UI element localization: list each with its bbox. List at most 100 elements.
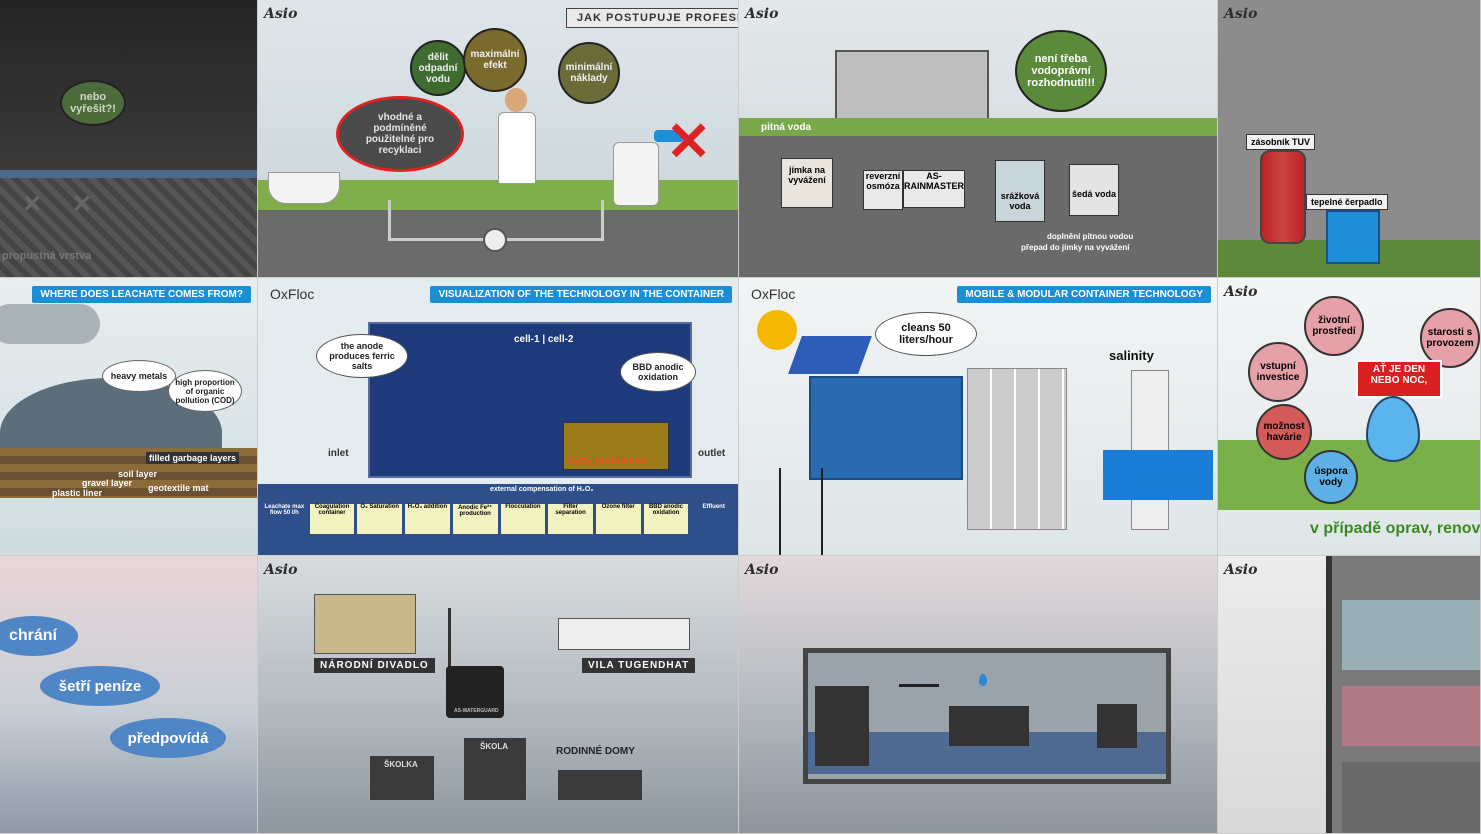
bubble-investment: vstupní investice xyxy=(1248,342,1308,402)
play-pump-icon xyxy=(483,228,507,252)
antenna-icon xyxy=(448,608,451,678)
leaf-saves-money: šetří peníze xyxy=(40,666,160,706)
tile-references: Asio NÁRODNÍ DIVADLO VILA TUGENDHAT AS-W… xyxy=(258,556,739,834)
tile-boiler: Asio zásobník TUV tepelné čerpadlo xyxy=(1218,0,1481,278)
recycle-bubble: vhodné a podmíněné použitelné pro recykl… xyxy=(336,96,464,172)
tile-protects: chrání šetří peníze předpovídá xyxy=(0,556,258,834)
bathroom-floor xyxy=(1342,600,1480,670)
anode-bubble: the anode produces ferric salts xyxy=(316,334,408,378)
asio-logo: Asio xyxy=(1224,6,1258,22)
ext-compensation-label: external compensation of H₂O₂ xyxy=(490,486,594,493)
kindergarten-label: ŠKOLKA xyxy=(384,760,418,769)
asio-logo: Asio xyxy=(745,6,779,22)
predicts-text: předpovídá xyxy=(127,729,209,747)
visualization-banner: VISUALIZATION OF THE TECHNOLOGY IN THE C… xyxy=(430,286,732,303)
theatre-label: NÁRODNÍ DIVADLO xyxy=(314,658,435,673)
inlet-label: inlet xyxy=(328,448,349,459)
cleans-text: cleans 50 liters/hour xyxy=(899,322,953,346)
tile-dark-problem: nebo vyřešit?! propustná vrstva ✕ ✕ xyxy=(0,0,258,278)
villa-label: VILA TUGENDHAT xyxy=(582,658,696,673)
x-mark-icon: ✕ xyxy=(72,191,93,218)
saves-money-text: šetří peníze xyxy=(58,677,142,695)
boiler-label-text: zásobník TUV xyxy=(1251,137,1311,147)
scientist-figure xyxy=(498,88,536,198)
flow-step: Leachate max flow 50 l/h xyxy=(264,504,305,516)
salinity-label: salinity xyxy=(1109,348,1154,363)
heat-pump-label: tepelné čerpadlo xyxy=(1306,194,1388,210)
flow-step: BBD anodic oxidation xyxy=(643,504,689,534)
flow-step: O₂ Saturation xyxy=(357,504,403,534)
living-room-floor xyxy=(1342,686,1480,746)
flow-step: Effluent xyxy=(702,504,725,510)
flow-step: Flocculation xyxy=(500,504,546,534)
bubble-min-text: minimální náklady xyxy=(565,62,613,84)
tile-mobile-container: OxFloc MOBILE & MODULAR CONTAINER TECHNO… xyxy=(739,278,1218,556)
tile-building-floors: Asio xyxy=(1218,556,1481,834)
tile-rainmaster: Asio není třeba vodoprávní rozhodnutí!!!… xyxy=(739,0,1218,278)
flow-step: Filter separation xyxy=(548,504,593,534)
cod-bubble: high proportion of organic pollution (CO… xyxy=(168,370,242,412)
houses-icon xyxy=(558,770,642,800)
drinking-water-label: pitná voda xyxy=(761,122,812,133)
bubble-worries: starosti s provozem xyxy=(1420,308,1480,368)
tile-leachate: WHERE DOES LEACHATE COMES FROM? heavy me… xyxy=(0,278,258,556)
asio-logo: Asio xyxy=(1224,562,1258,578)
mobile-banner: MOBILE & MODULAR CONTAINER TECHNOLOGY xyxy=(957,286,1211,303)
washing-machine-icon xyxy=(1097,704,1137,748)
water-basin xyxy=(1103,450,1213,500)
device-label: AS-WATERGUARD xyxy=(454,708,499,714)
outlet-label: outlet xyxy=(698,448,726,459)
pylon-icon xyxy=(779,468,823,555)
note-refill: doplnění pitnou vodou xyxy=(1047,232,1134,241)
faucet-icon xyxy=(654,130,684,142)
leachate-banner: WHERE DOES LEACHATE COMES FROM? xyxy=(32,286,251,303)
recycle-bubble-text: vhodné a podmíněné použitelné pro recykl… xyxy=(365,112,435,156)
note-overflow: přepad do jímky na vyvážení xyxy=(1021,243,1130,252)
label-soil: soil layer xyxy=(118,469,158,479)
problem-bubble: nebo vyřešit?! xyxy=(60,80,126,126)
heat-pump-play-icon xyxy=(1326,210,1380,264)
bubble-min-costs: minimální náklady xyxy=(558,42,620,104)
bubble-max-text: maximální efekt xyxy=(470,49,520,71)
asio-logo: Asio xyxy=(264,6,298,22)
leaf-protects: chrání xyxy=(0,616,78,656)
tank-septic-text: jímka na vyvážení xyxy=(788,165,826,185)
day-night-sign: AŤ JE DEN NEBO NOC, xyxy=(1356,360,1442,398)
kindergarten-icon xyxy=(370,756,434,800)
title-text: JAK POSTUPUJE PROFESIONÁL? xyxy=(577,12,738,24)
bbd-bubble: BBD anodic oxidation xyxy=(620,352,696,392)
bathtub-icon xyxy=(268,172,340,204)
tile-day-night: Asio životní prostředí starosti s provoz… xyxy=(1218,278,1481,556)
bubble-investment-text: vstupní investice xyxy=(1256,361,1300,383)
cleans-bubble: cleans 50 liters/hour xyxy=(875,312,977,356)
leaf-predicts: předpovídá xyxy=(110,718,226,758)
bbd-text: BBD anodic oxidation xyxy=(632,362,684,382)
asio-logo: Asio xyxy=(264,562,298,578)
label-gravel: gravel layer xyxy=(82,478,133,488)
bubble-split-water: dělit odpadní vodu xyxy=(410,40,466,96)
tile-flood-room: Asio xyxy=(739,556,1218,834)
bubble-environment: životní prostředí xyxy=(1304,296,1364,356)
tank-rain-text: srážková voda xyxy=(1000,191,1040,211)
heat-pump-label-text: tepelné čerpadlo xyxy=(1311,197,1383,207)
cross-icon: ✕ xyxy=(666,112,712,172)
label-geotextile: geotextile mat xyxy=(148,483,209,493)
tile-professional: Asio JAK POSTUPUJE PROFESIONÁL? vhodné a… xyxy=(258,0,739,278)
flow-step: Ozone filter xyxy=(595,504,641,534)
cod-text: high proportion of organic pollution (CO… xyxy=(175,377,235,405)
water-drop-icon xyxy=(979,674,987,686)
tank-rain: srážková voda xyxy=(995,160,1045,222)
label-liner: plastic liner xyxy=(52,488,103,498)
bubble-worries-text: starosti s provozem xyxy=(1426,327,1474,349)
x-mark-icon: ✕ xyxy=(22,191,43,218)
protects-text: chrání xyxy=(8,627,57,644)
tank-grey: šedá voda xyxy=(1069,164,1119,216)
tank-ro-text: reverzní osmóza xyxy=(865,171,901,191)
chandelier-icon xyxy=(899,654,939,687)
boiler-label: zásobník TUV xyxy=(1246,134,1316,150)
bubble-save-water-text: úspora vody xyxy=(1314,466,1348,488)
bubble-max-effect: maximální efekt xyxy=(463,28,527,92)
flow-steps: Leachate max flow 50 l/h Coagulation con… xyxy=(262,504,736,534)
cells-label: cell-1 | cell-2 xyxy=(514,334,574,345)
flow-step: Coagulation container xyxy=(309,504,355,534)
